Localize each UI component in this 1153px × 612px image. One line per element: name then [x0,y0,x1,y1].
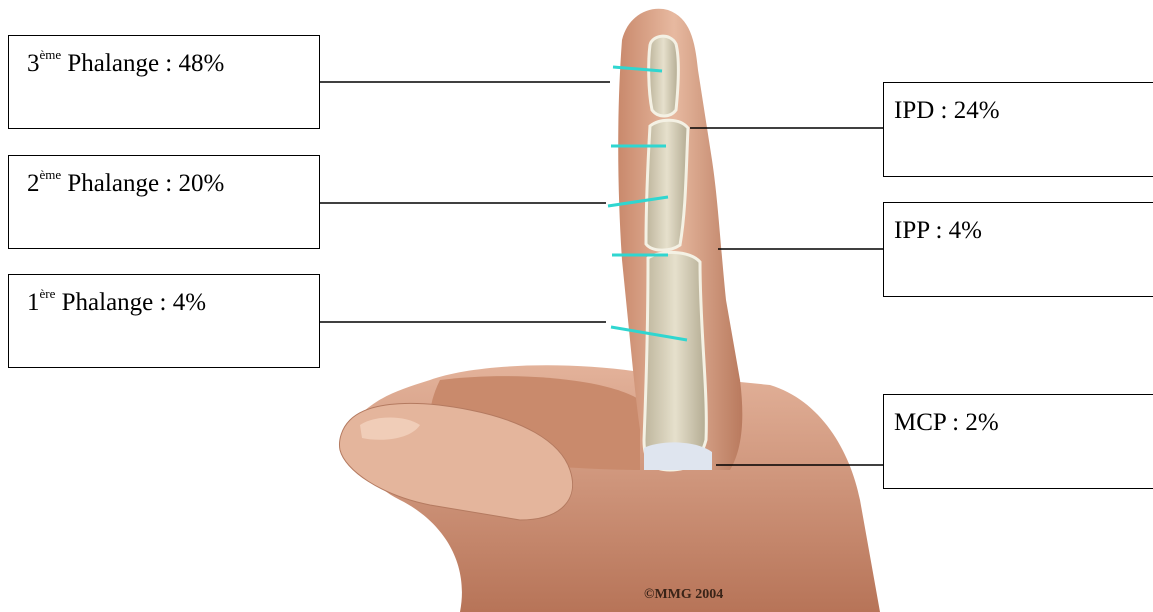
label-ipp-text: IPP : 4% [894,217,982,244]
label-phalange1-text: Phalange : 4% [55,289,206,316]
label-mcp: MCP : 2% [883,394,1153,489]
label-mcp-text: MCP : 2% [894,409,999,436]
copyright-text: ©MMG 2004 [644,587,723,603]
label-phalange3-suffix: ème [40,47,62,62]
label-ipd-text: IPD : 24% [894,97,1000,124]
label-phalange1: 1ère Phalange : 4% [8,274,320,368]
label-phalange1-suffix: ère [40,286,56,301]
label-phalange1-number: 1 [27,289,40,316]
label-phalange2-text: Phalange : 20% [61,170,224,197]
label-ipp: IPP : 4% [883,202,1153,297]
label-phalange2: 2ème Phalange : 20% [8,155,320,249]
label-phalange2-suffix: ème [40,167,62,182]
label-ipd: IPD : 24% [883,82,1153,177]
label-phalange2-number: 2 [27,170,40,197]
label-phalange3-text: Phalange : 48% [61,50,224,77]
label-phalange3-number: 3 [27,50,40,77]
label-phalange3: 3ème Phalange : 48% [8,35,320,129]
